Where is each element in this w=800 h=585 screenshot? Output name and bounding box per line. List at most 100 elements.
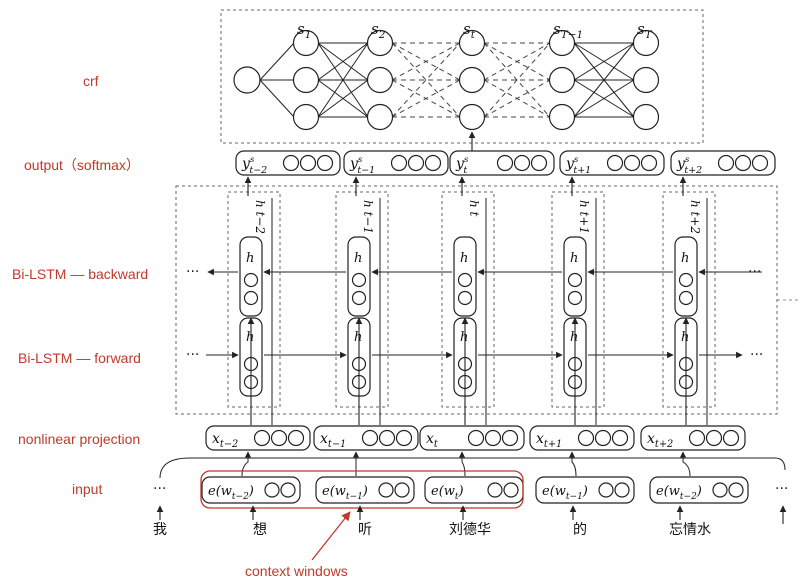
- forward-state-label: h: [681, 330, 689, 345]
- crf-state-label: s1: [297, 20, 311, 41]
- crf-state-node: [458, 29, 486, 57]
- embedding-label: e(wt−2): [656, 484, 702, 502]
- projection-label: xt−2: [212, 431, 238, 450]
- backward-state-label: h: [570, 251, 578, 266]
- ellipsis: ···: [750, 347, 763, 363]
- embedding-to-projection-arrow: [680, 451, 691, 477]
- combined-hidden-label: h t: [467, 200, 481, 217]
- crf-transition-edge: [317, 79, 369, 118]
- crf-state-node: [458, 66, 486, 94]
- crf-dashed-frame: [220, 9, 704, 144]
- crf-transition-edge: [483, 79, 551, 118]
- timestep-dashed-frame: [227, 191, 281, 408]
- embedding-neuron: [614, 482, 630, 498]
- embedding-neuron: [503, 482, 519, 498]
- timestep-dashed-frame: [441, 191, 495, 408]
- output-neuron: [734, 154, 752, 172]
- input-word: 的: [573, 522, 587, 538]
- projection-neuron: [611, 429, 629, 447]
- input-layer: e(wt−2)e(wt−1)e(wt)e(wt−1)e(wt−2)······我…: [153, 451, 788, 561]
- output-neuron: [717, 154, 735, 172]
- crf-transition-edge: [483, 42, 551, 81]
- embedding-neuron: [378, 482, 394, 498]
- crf-state-label: sT−1: [553, 20, 583, 41]
- embedding-label: e(wt): [431, 484, 464, 502]
- label-bilstm-forward: Bi-LSTM — forward: [18, 350, 141, 366]
- embedding-neuron: [487, 482, 503, 498]
- backward-neuron: [567, 290, 583, 306]
- crf-transition-edge: [573, 42, 635, 81]
- forward-state-label: h: [246, 330, 254, 345]
- forward-state-label: h: [570, 330, 578, 345]
- crf-transition-edge: [317, 42, 369, 81]
- label-output: output（softmax）: [24, 157, 140, 173]
- output-neuron: [623, 154, 641, 172]
- output-neuron: [496, 154, 514, 172]
- input-word: 刘德华: [449, 522, 491, 538]
- crf-transition-edge: [259, 79, 295, 118]
- embedding-neuron: [394, 482, 410, 498]
- embedding-to-projection-arrow: [459, 451, 466, 477]
- output-neuron: [751, 154, 769, 172]
- input-word: 想: [253, 522, 267, 538]
- crf-state-node: [366, 29, 394, 57]
- backward-state-label: h: [681, 251, 689, 266]
- crf-transition-edge: [391, 42, 461, 118]
- crf-state-node: [292, 29, 320, 57]
- embedding-label: e(wt−2): [208, 484, 254, 502]
- output-neuron: [282, 154, 300, 172]
- crf-transition-edge: [391, 42, 461, 118]
- projection-neuron: [467, 429, 485, 447]
- crf-state-node: [548, 29, 576, 57]
- crf-state-node: [292, 66, 320, 94]
- projection-neuron: [594, 429, 612, 447]
- projection-neuron: [484, 429, 502, 447]
- crf-state-label: sT: [637, 20, 653, 41]
- crf-state-node: [366, 66, 394, 94]
- label-context-windows: context windows: [245, 563, 348, 579]
- context-arc: [159, 457, 786, 479]
- forward-state-label: h: [460, 330, 468, 345]
- label-nonlinear-projection: nonlinear projection: [18, 431, 141, 447]
- input-word: 听: [358, 522, 372, 538]
- context-window-arrow: [311, 511, 351, 561]
- projection-label: xt+1: [536, 431, 562, 450]
- crf-state-node: [632, 103, 660, 131]
- backward-state-label: h: [246, 251, 254, 266]
- combined-hidden-label: h t−1: [361, 200, 375, 234]
- projection-neuron: [287, 429, 305, 447]
- ellipsis: ···: [186, 264, 199, 280]
- projection-neuron: [577, 429, 595, 447]
- backward-neuron: [351, 272, 367, 288]
- embedding-neuron: [598, 482, 614, 498]
- backward-neuron: [678, 272, 694, 288]
- crf-state-node: [366, 103, 394, 131]
- crf-state-label: s2: [371, 20, 386, 41]
- crf-transition-edge: [391, 42, 461, 81]
- crf-state-node: [292, 103, 320, 131]
- ellipsis: ···: [775, 481, 788, 497]
- output-neuron: [640, 154, 658, 172]
- timestep-dashed-frame: [551, 191, 605, 408]
- crf-state-node: [632, 66, 660, 94]
- crf-transition-edge: [259, 42, 295, 81]
- projection-neuron: [253, 429, 271, 447]
- timestep-dashed-frame: [662, 191, 716, 408]
- crf-state-node: [458, 103, 486, 131]
- projection-label: xt−1: [320, 431, 346, 450]
- combined-hidden-label: h t−2: [253, 200, 267, 234]
- crf-state-node: [548, 66, 576, 94]
- ellipsis: ···: [153, 481, 166, 497]
- embedding-neuron: [728, 482, 744, 498]
- crf-state-node: [632, 29, 660, 57]
- output-neuron: [513, 154, 531, 172]
- output-neuron: [316, 154, 334, 172]
- forward-state-label: h: [354, 330, 362, 345]
- projection-label: xt: [426, 431, 438, 450]
